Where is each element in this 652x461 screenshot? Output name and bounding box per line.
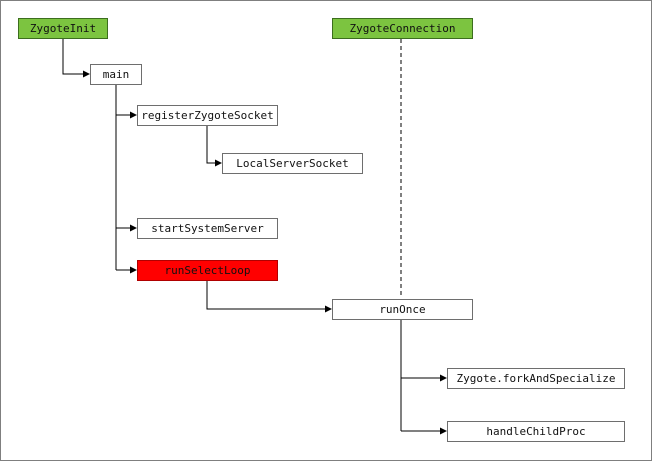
- edge-zygoteinit-to-main: [62, 39, 90, 78]
- node-handlechildproc: handleChildProc: [447, 421, 625, 442]
- edge-registerzygotesocket-to-localserversocket: [206, 125, 222, 167]
- edge-runselectloop-to-runonce: [206, 280, 332, 313]
- node-zygoteinit: ZygoteInit: [18, 18, 108, 39]
- node-localserversocket: LocalServerSocket: [222, 153, 363, 174]
- node-startsystemserver: startSystemServer: [137, 218, 278, 239]
- node-runselectloop: runSelectLoop: [137, 260, 278, 281]
- node-main: main: [90, 64, 142, 85]
- node-registerzygotesocket: registerZygoteSocket: [137, 105, 278, 126]
- node-runonce: runOnce: [332, 299, 473, 320]
- node-zygoteconnection: ZygoteConnection: [332, 18, 473, 39]
- node-zygote-forkandspecialize: Zygote.forkAndSpecialize: [447, 368, 625, 389]
